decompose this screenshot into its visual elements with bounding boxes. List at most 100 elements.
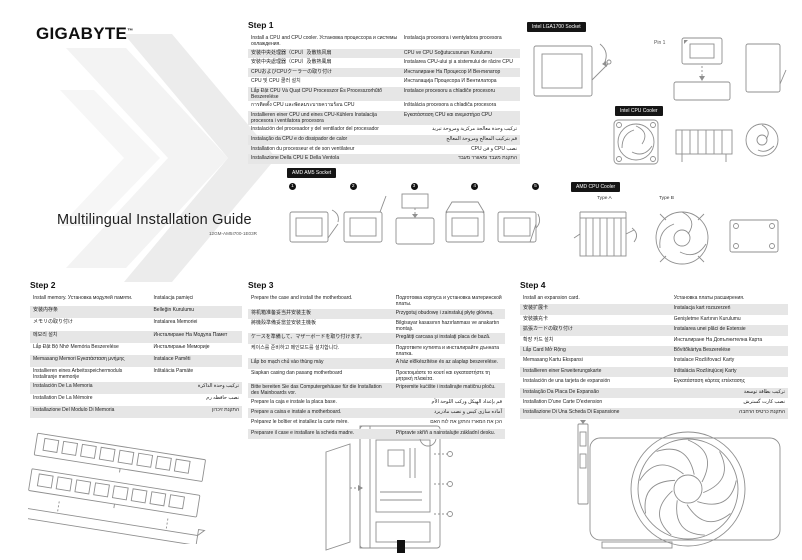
translation-right: Instalarea unei plăci de Extensie (673, 326, 746, 333)
slot-latch (196, 529, 206, 537)
gigabyte-logo: GIGABYTE™ (36, 24, 134, 44)
translation-row: 將機殼準備妥當並安裝主機板 Bilgisayar kasasının hazır… (248, 319, 505, 334)
translation-right: Подготовка корпуса и установка материнск… (395, 295, 502, 308)
memory-slot (28, 507, 199, 544)
socket-base (533, 45, 593, 97)
translation-row: CPUおよびCPUクーラーの取り付け Инсталиране На Процес… (248, 67, 520, 78)
translation-left: Installation du processeur et de son ven… (251, 145, 355, 152)
type-b-label: Type B (659, 196, 674, 201)
translation-right: آماده سازی کیس و نصب مادربرد (434, 409, 502, 416)
pin1-marker (684, 40, 688, 44)
io-bracket (577, 423, 589, 505)
translation-row: 安裝中央處理器（CPU）及散熱風扇 Instalarea CPU-ului şi… (248, 58, 520, 68)
part-number: 12GM-AM5I700-1E03R (208, 231, 257, 236)
translation-right: Připravte skříň a nainstalujte základní … (395, 429, 495, 436)
push-pin (616, 156, 622, 162)
step2-translation-list: Install memory. Установка модулей памяти… (30, 294, 242, 419)
decorative-chevrons (60, 34, 276, 282)
translation-left: Prepare the case and install the motherb… (251, 295, 353, 301)
translation-row: Lắp Đặt Bộ Nhớ Memória Beszerelése Инста… (30, 343, 242, 355)
intel-cpu-install-diagram: Pin 1 (654, 37, 787, 101)
translation-row: Installazione Del Modulo Di Memoria התקנ… (30, 406, 242, 419)
translation-row: Instalación del procesador y del ventila… (248, 125, 520, 135)
socket-side (745, 43, 781, 93)
translation-left: 安装内存条 (33, 307, 59, 314)
translation-row: 메모리 설치 Инсталиране На Модула Памет (30, 330, 242, 343)
pin1-label: Pin 1 (654, 40, 666, 46)
step4-title: Step 4 (520, 280, 546, 290)
translation-row: Prepare la caja e instale la placa base.… (248, 398, 505, 408)
title-block: Multilingual Installation Guide 12GM-AM5… (57, 212, 257, 236)
translation-left: Memasang Kartu Ekspansi (523, 357, 583, 364)
socket-base (673, 81, 731, 101)
translation-left: メモリの取り付け (33, 319, 74, 326)
translation-row: メモリの取り付け Instalarea Memoriei (30, 318, 242, 330)
round-fan (655, 211, 709, 265)
step3-title: Step 3 (248, 280, 274, 290)
translation-left: Installazione Della CPU E Della Ventola (251, 155, 340, 162)
translation-left: Installieren einer CPU und eines CPU-Küh… (251, 111, 377, 125)
push-pin (616, 122, 622, 128)
translation-left: CPUおよびCPUクーラーの取り付け (251, 68, 333, 75)
translation-right: Inštalácia procesora a chladiča procesor… (403, 102, 497, 109)
translation-row: Install a CPU and CPU cooler. Установка … (248, 34, 520, 49)
step1-section: Step 1 Install a CPU and CPU cooler. Уст… (248, 20, 520, 164)
arrow-icon (602, 61, 607, 67)
translation-right: Instalace Rozšiřovací Karty (673, 357, 735, 364)
translation-row: Prepare the case and install the motherb… (248, 294, 505, 309)
translation-row: 安裝擴充卡 Genişletme Kartının Kurulumu (520, 315, 788, 325)
translation-left: 安裝擴充卡 (523, 315, 549, 322)
socket-step3 (395, 217, 435, 245)
translation-row: 安装扩展卡 Instalacja kart rozszerzeń (520, 304, 788, 315)
translation-left: Prepare a caixa e instale a motherboard. (251, 409, 342, 416)
translation-right: Belleğin Kurulumu (153, 307, 195, 314)
translation-right: نصب حافظه رم (206, 394, 239, 401)
step1-title: Step 1 (248, 20, 274, 30)
fan-top-view (745, 123, 779, 157)
translation-right: Инсталирање Меморије (153, 343, 210, 350)
translation-left: Installieren einer Erweiterungskarte (523, 367, 602, 374)
retention-clip (573, 229, 635, 239)
translation-left: Bitte bereiten Sie das Computergehäuse f… (251, 384, 382, 397)
dimm-module (33, 432, 206, 482)
step2-title: Step 2 (30, 280, 56, 290)
translation-right: Inštalácia Pamäte (153, 368, 194, 375)
translation-right: Bilgisayar kasasının hazırlanması ve ana… (395, 319, 500, 333)
translation-left: Instalación De La Memoria (33, 382, 93, 389)
translation-left: Preparare il case e installare la scheda… (251, 429, 355, 436)
translation-left: Installazione Di Una Scheda Di Espansion… (523, 409, 620, 416)
cpu-chip (681, 37, 723, 65)
registration-mark (397, 540, 405, 553)
intel-cooler-label: Intel CPU Cooler (615, 106, 663, 116)
amd-socket-label: AMD AM5 Socket (287, 168, 337, 178)
translation-row: Installieren einer Erweiterungskarte Inš… (520, 366, 788, 378)
translation-right: Instalace Paměti (153, 355, 191, 362)
translation-row: 케이스를 준비하고 메인보드를 설치합니다. Подгответе кутият… (248, 344, 505, 359)
translation-row: 拡張カードの取り付け Instalarea unei plăci de Exte… (520, 325, 788, 336)
socket-step5 (497, 211, 537, 243)
step-number-badge: 2 (349, 183, 357, 190)
translation-left: 安装扩展卡 (523, 305, 549, 312)
translation-row: Preparare il case e installare la scheda… (248, 428, 505, 440)
translation-row: การติดตั้ง CPU และพัดลมระบายความร้อน CPU… (248, 101, 520, 111)
fan-hub (673, 474, 703, 504)
step3-section: Step 3 Prepare the case and install the … (248, 280, 505, 440)
translation-left: Lắp Đặt CPU Và Quạt CPU Processzor És Pr… (251, 87, 382, 101)
translation-row: Lắp bo mạch chủ vào thùng máy A ház elők… (248, 358, 505, 369)
translation-row: Install memory. Установка модулей памяти… (30, 294, 242, 306)
translation-left: Lắp Đặt Bộ Nhớ Memória Beszerelése (33, 343, 119, 350)
translation-left: Installazione Del Modulo Di Memoria (33, 407, 115, 413)
translation-left: CPU 및 CPU 쿨러 설치 (251, 78, 301, 85)
translation-row: Lắp Card Mở Rộng Bővítőkártya Beszerelés… (520, 345, 788, 357)
step-number-badge: 4 (471, 183, 479, 190)
arrow-icon (580, 420, 586, 424)
translation-left: Installation De La Mémoire (33, 394, 93, 401)
card-shroud (589, 437, 781, 541)
cooler-fan (617, 123, 655, 161)
translation-right: Pripremite kućište i instalirajte matičn… (395, 384, 496, 391)
translation-left: 확장 카드 설치 (523, 336, 554, 343)
cam-lever (631, 227, 637, 243)
translation-right: Instalarea Memoriei (153, 319, 198, 326)
translation-right: نصب CPU و فن CPU (471, 145, 517, 152)
